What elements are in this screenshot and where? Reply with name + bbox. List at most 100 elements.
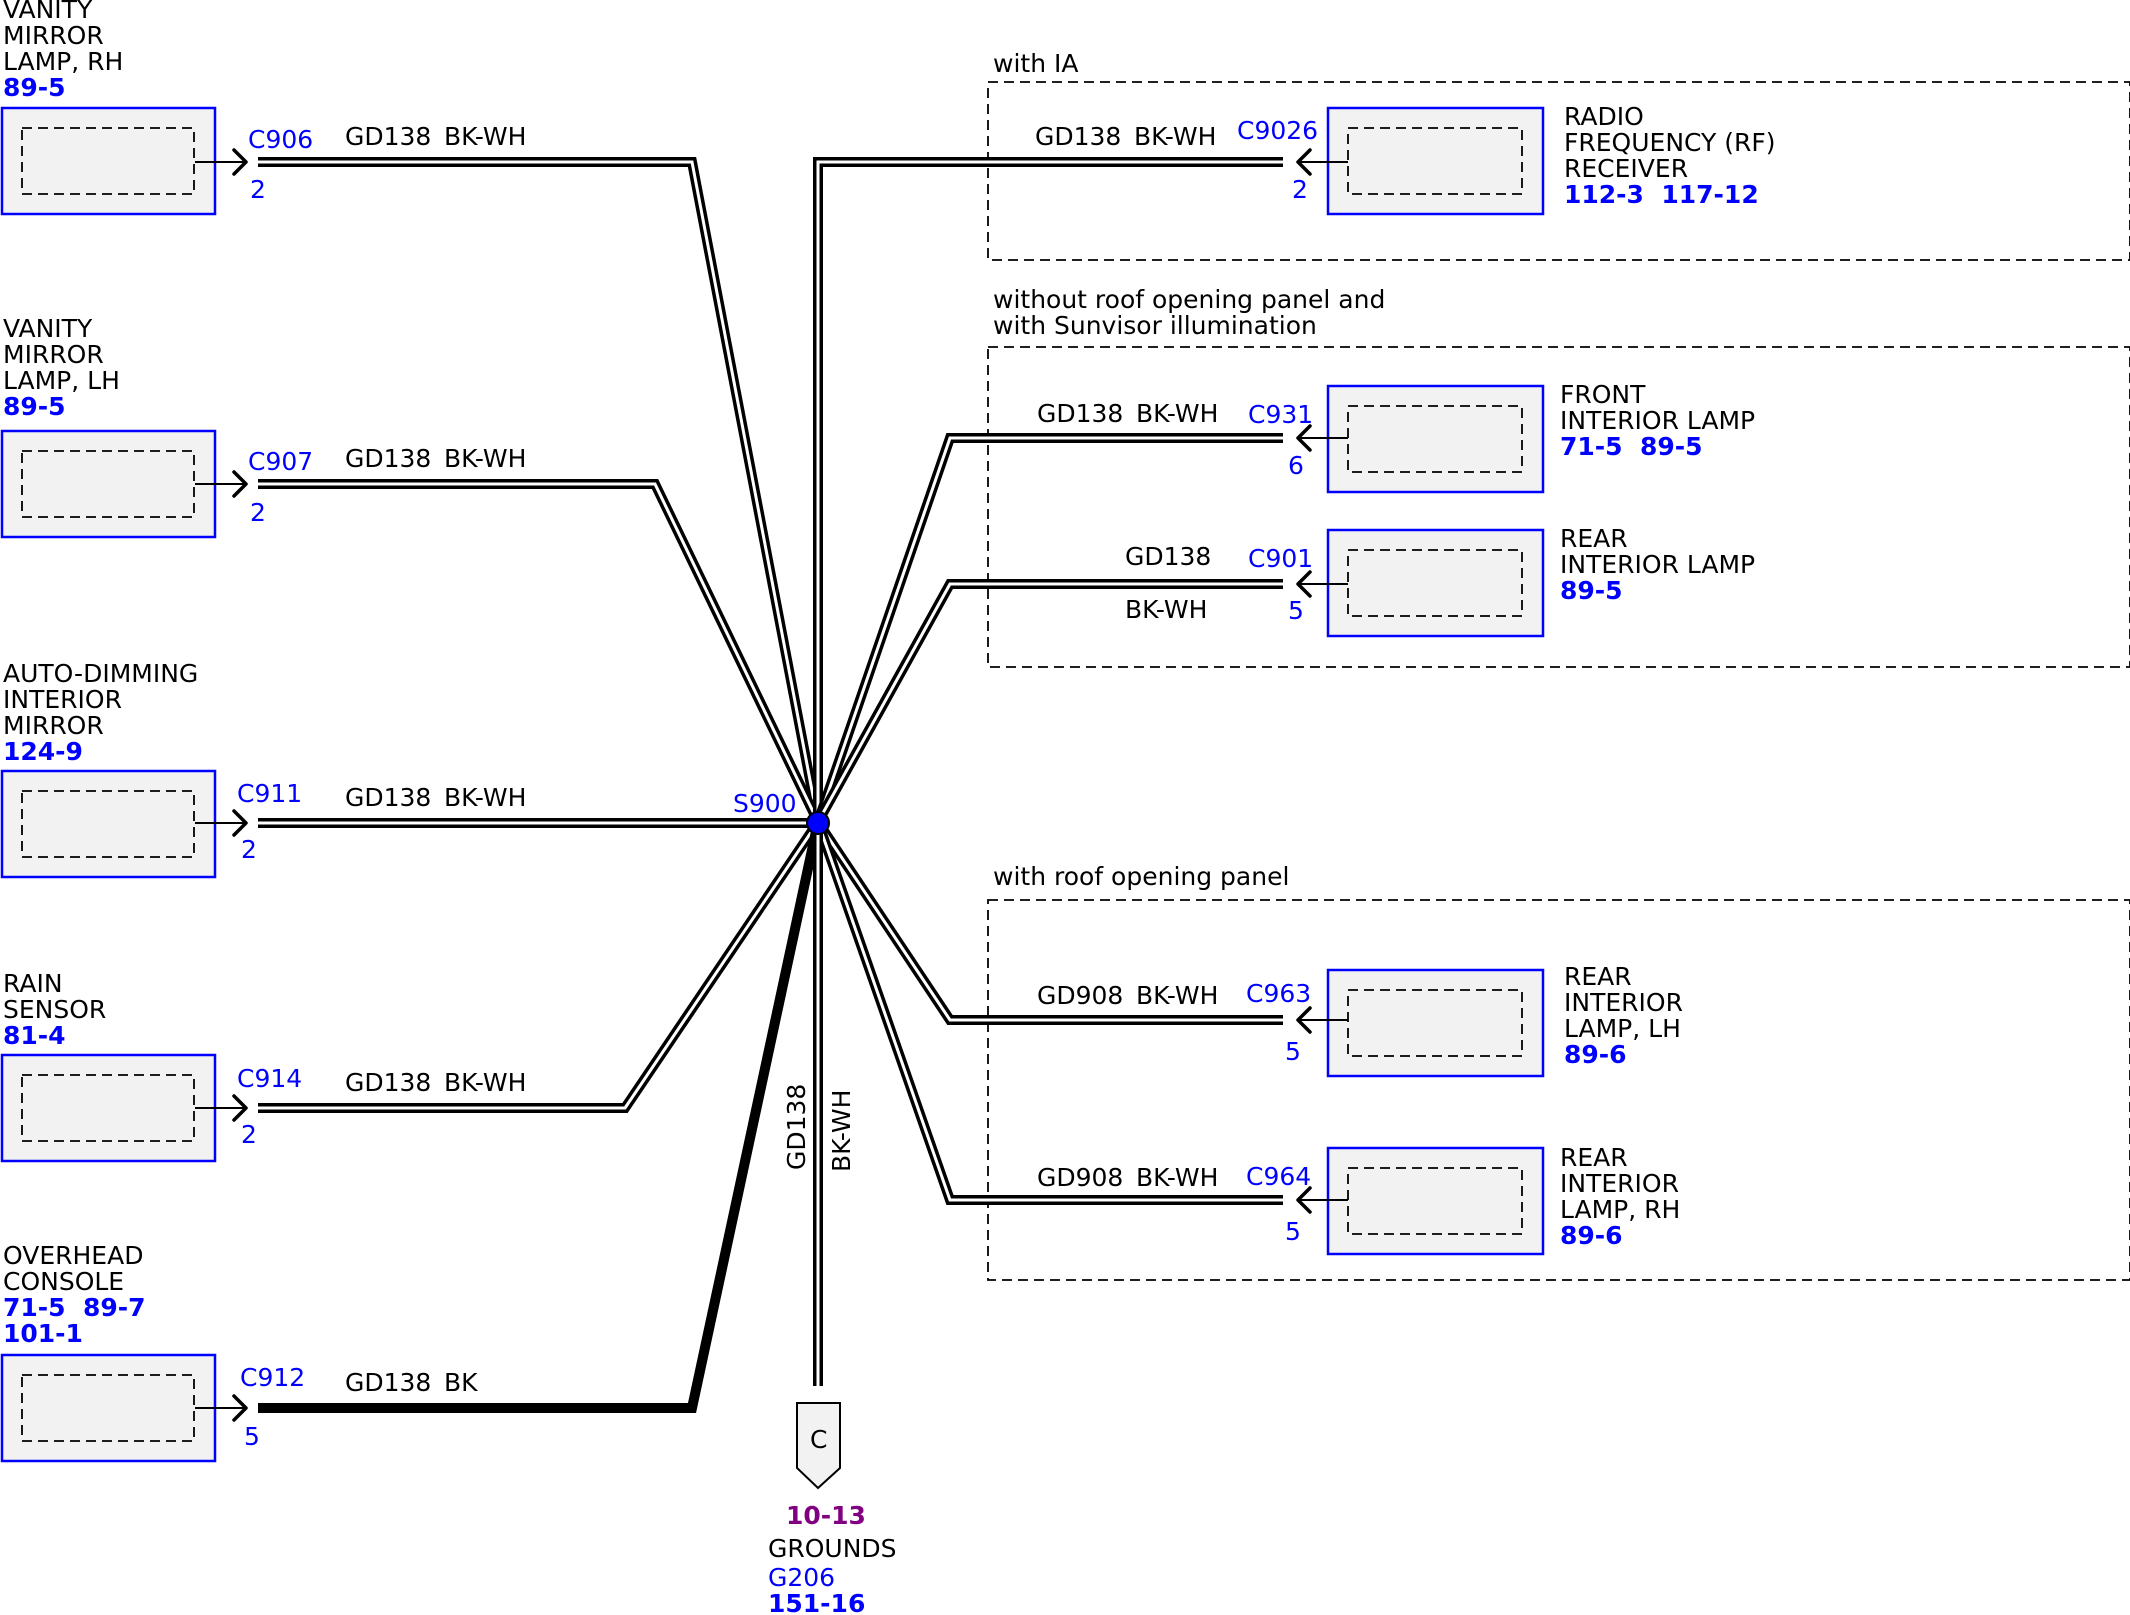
wire-color: BK-WH [444,122,526,151]
component-name-line2: INTERIOR [3,685,122,714]
wire-left-c912 [258,820,823,1413]
connector-id: C907 [248,447,313,476]
wire-left-c906 [258,157,823,823]
ground-circuit-id: GD138 [782,1084,811,1170]
circuit-id: GD908 [1037,981,1123,1010]
wire-color: BK-WH [1134,122,1216,151]
splice-label: S900 [733,789,797,818]
option-label-line1: without roof opening panel and [993,285,1385,314]
circuit-id: GD138 [345,444,431,473]
component-name-line2: FREQUENCY (RF) [1564,128,1776,157]
page-ref-link[interactable]: 89-6 [1564,1040,1627,1069]
wire-right-c963 [813,819,1283,1025]
wire-right-c931 [813,433,1283,824]
component-rear-interior-lamp-lh[interactable]: C963 5 GD908 BK-WH REAR INTERIOR LAMP, L… [1037,962,1683,1078]
ground-wire-color: BK-WH [827,1090,856,1172]
wire-color: BK-WH [1136,981,1218,1010]
splice-s900[interactable]: S900 [733,789,830,835]
pin-number: 5 [1288,596,1304,625]
component-name-line3: LAMP, LH [3,366,120,395]
page-ref-link[interactable]: 124-9 [3,737,83,766]
pin-number: 2 [241,1120,257,1149]
circuit-id: GD138 [1125,542,1211,571]
wire-color: BK-WH [444,1068,526,1097]
page-ref-link[interactable]: 89-5 [3,392,66,421]
wire-color: BK-WH [444,783,526,812]
wire-left-c907 [258,479,823,825]
pin-number: 2 [250,175,266,204]
connector-id: C931 [1248,400,1313,429]
option-box-without-roof-opening: without roof opening panel and with Sunv… [987,285,2130,668]
circuit-id: GD138 [345,1368,431,1397]
page-ref-link[interactable]: 112-3 117-12 [1564,180,1759,209]
component-name-line1: AUTO-DIMMING [3,659,198,688]
component-overhead-console[interactable]: OVERHEAD CONSOLE 71-5 89-7 101-1 C912 5 … [0,1241,478,1463]
component-name-line1: VANITY [3,314,93,343]
connector-id: C963 [1246,979,1311,1008]
wire-color: BK [444,1368,478,1397]
page-ref-link[interactable]: 81-4 [3,1021,66,1050]
component-name-line3: LAMP, RH [1560,1195,1680,1224]
component-name-line1: REAR [1560,524,1628,553]
component-name-line1: REAR [1560,1143,1628,1172]
component-rear-interior-lamp[interactable]: C901 5 GD138 BK-WH REAR INTERIOR LAMP 89… [1125,524,1755,638]
pin-number: 2 [1292,175,1308,204]
page-ref-link[interactable]: 89-5 [3,73,66,102]
wire-color: BK-WH [1136,399,1218,428]
page-ref-link[interactable]: 71-5 89-5 [1560,432,1703,461]
wire-right-c964 [813,820,1283,1205]
page-ref-link[interactable]: 101-1 [3,1319,83,1348]
component-rear-interior-lamp-rh[interactable]: C964 5 GD908 BK-WH REAR INTERIOR LAMP, R… [1037,1143,1680,1256]
component-name-line3: MIRROR [3,711,104,740]
wire-right-c9026 [813,157,1283,822]
wire-left-c914 [258,819,823,1113]
component-rain-sensor[interactable]: RAIN SENSOR 81-4 C914 2 GD138 BK-WH [0,969,526,1163]
component-rf-receiver[interactable]: C9026 2 GD138 BK-WH RADIO FREQUENCY (RF)… [1035,102,1776,216]
component-name-line2: SENSOR [3,995,106,1024]
ground-title: GROUNDS [768,1534,897,1563]
connector-id: C914 [237,1064,302,1093]
pin-number: 2 [241,835,257,864]
component-auto-dimming-interior-mirror[interactable]: AUTO-DIMMING INTERIOR MIRROR 124-9 C911 … [0,659,526,879]
ground-page-ref-link[interactable]: 10-13 [786,1501,866,1530]
component-name-line2: CONSOLE [3,1267,124,1296]
component-name-line3: LAMP, RH [3,47,123,76]
connector-id: C912 [240,1363,305,1392]
circuit-id: GD138 [345,783,431,812]
pin-number: 5 [244,1422,260,1451]
ground-id-page-ref-link[interactable]: 151-16 [768,1589,865,1615]
circuit-id: GD138 [1037,399,1123,428]
circuit-id: GD908 [1037,1163,1123,1192]
connector-id: C9026 [1237,116,1318,145]
page-ref-link[interactable]: 89-5 [1560,576,1623,605]
page-ref-link[interactable]: 71-5 89-7 [3,1293,146,1322]
component-name-line2: INTERIOR LAMP [1560,406,1755,435]
wire-color: BK-WH [444,444,526,473]
option-box-with-ia: with IA [987,49,2130,261]
wire-color: BK-WH [1125,595,1207,624]
wire-color: BK-WH [1136,1163,1218,1192]
component-front-interior-lamp[interactable]: C931 6 GD138 BK-WH FRONT INTERIOR LAMP 7… [1037,380,1755,494]
connector-id: C901 [1248,544,1313,573]
component-name-line1: REAR [1564,962,1632,991]
component-name-line2: INTERIOR [1560,1169,1679,1198]
component-name-line1: RADIO [1564,102,1644,131]
ground-connector-letter: C [810,1425,827,1454]
circuit-id: GD138 [1035,122,1121,151]
component-name-line3: RECEIVER [1564,154,1688,183]
pin-number: 5 [1285,1217,1301,1246]
component-name-line3: LAMP, LH [1564,1014,1681,1043]
component-vanity-mirror-lamp-lh[interactable]: VANITY MIRROR LAMP, LH 89-5 C907 2 GD138… [0,314,526,539]
component-name-line1: FRONT [1560,380,1646,409]
circuit-id: GD138 [345,122,431,151]
component-name-line1: RAIN [3,969,63,998]
connector-id: C964 [1246,1162,1311,1191]
pin-number: 6 [1288,451,1304,480]
ground-connector[interactable]: C [796,1402,841,1490]
component-vanity-mirror-lamp-rh[interactable]: VANITY MIRROR LAMP, RH 89-5 C906 2 GD138… [0,0,526,216]
circuit-id: GD138 [345,1068,431,1097]
pin-number: 5 [1285,1037,1301,1066]
page-ref-link[interactable]: 89-6 [1560,1221,1623,1250]
component-name-line1: OVERHEAD [3,1241,143,1270]
